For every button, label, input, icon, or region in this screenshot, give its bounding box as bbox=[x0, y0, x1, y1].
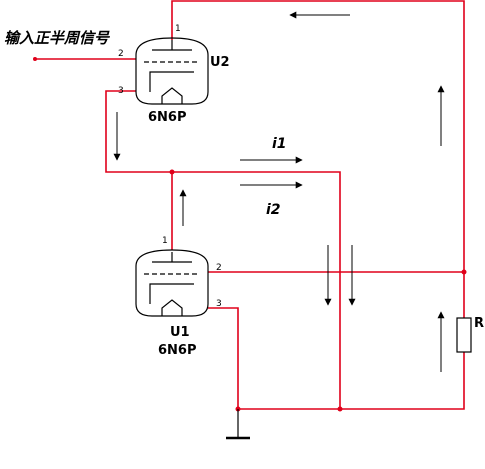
wires bbox=[35, 0, 465, 410]
junction-right-top bbox=[461, 269, 467, 275]
junction-dots bbox=[33, 57, 467, 412]
current-i2-label: i2 bbox=[266, 202, 281, 218]
u2-pin3: 3 bbox=[118, 86, 124, 96]
wire-u1-cathode bbox=[208, 307, 239, 409]
u1-ref: U1 bbox=[170, 325, 190, 340]
u1-pin2: 2 bbox=[216, 263, 222, 273]
u1-pin3: 3 bbox=[216, 299, 222, 309]
vacuum-tube-icon bbox=[135, 249, 209, 317]
resistor-icon bbox=[456, 317, 472, 353]
junction-bottom-mid bbox=[337, 406, 343, 412]
wire-u2-cathode bbox=[105, 90, 341, 409]
input-signal-title: 输入正半周信号 bbox=[4, 29, 111, 47]
u2-ref: U2 bbox=[210, 55, 230, 70]
u2-pin2: 2 bbox=[118, 49, 124, 59]
ground-icon bbox=[226, 409, 250, 440]
u1-model: 6N6P bbox=[158, 343, 197, 358]
wire-top-right-loop bbox=[171, 0, 465, 410]
junction-input bbox=[33, 57, 37, 61]
junction-u1-plate bbox=[169, 169, 175, 175]
u2-pin1: 1 bbox=[175, 24, 181, 34]
vacuum-tube-icon bbox=[135, 37, 209, 105]
current-i1-label: i1 bbox=[272, 136, 287, 152]
resistor-label: R bbox=[474, 316, 484, 331]
u1-pin1: 1 bbox=[162, 236, 168, 246]
u2-model: 6N6P bbox=[148, 110, 187, 125]
